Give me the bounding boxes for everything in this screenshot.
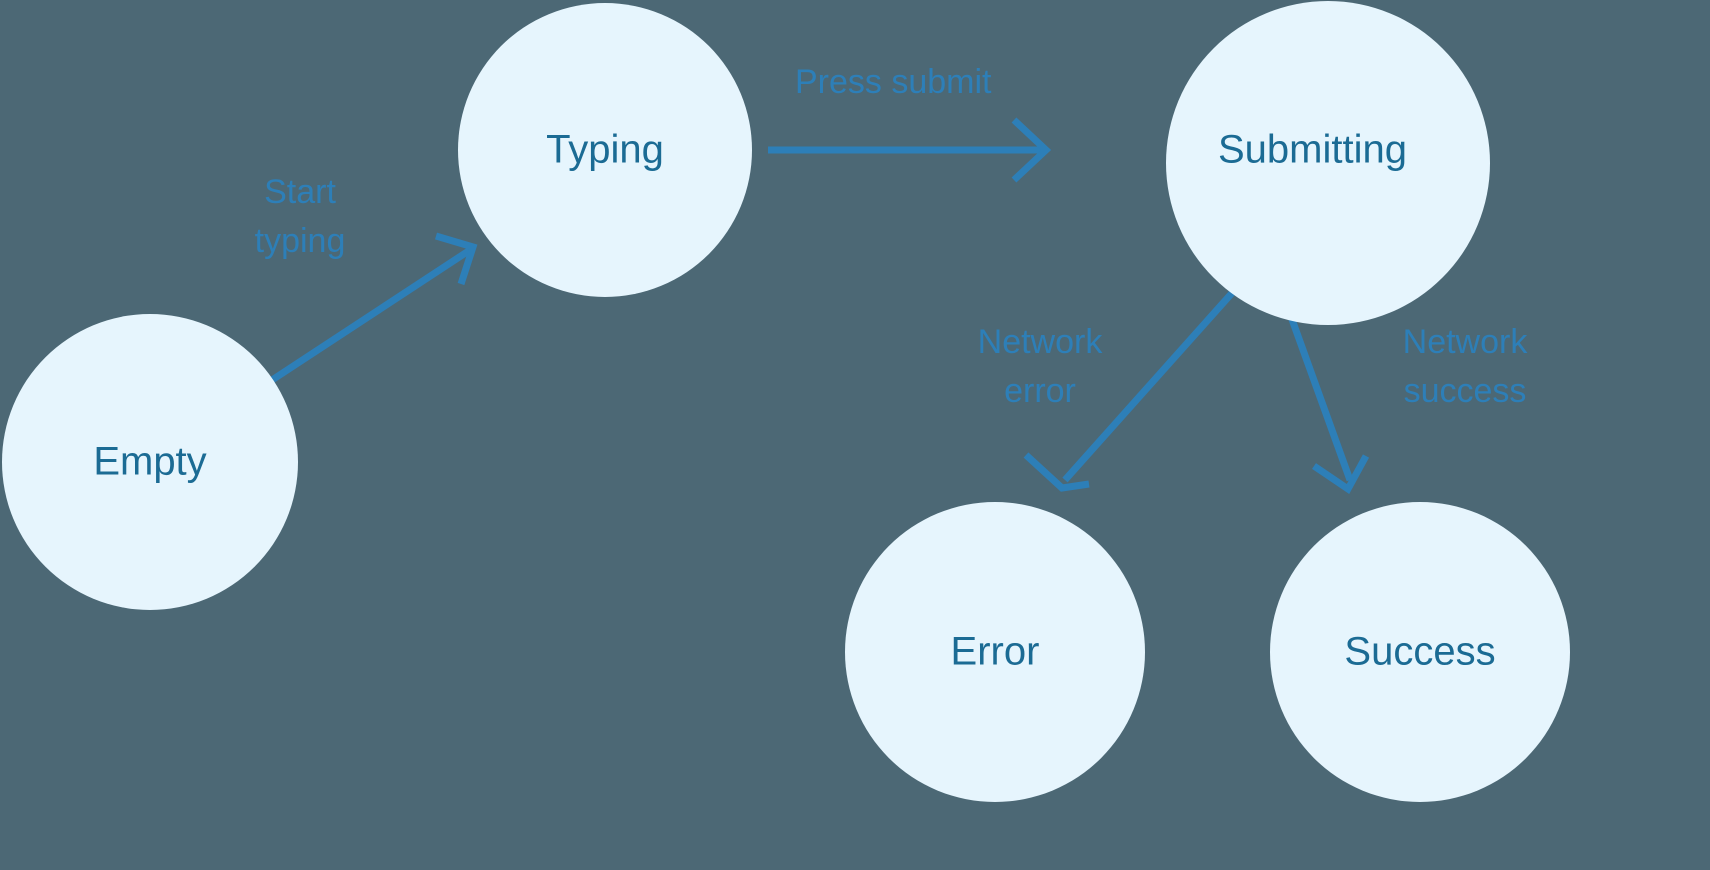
edge-submitting-to-error-line	[1062, 290, 1235, 483]
node-submitting-circle[interactable]	[1166, 1, 1490, 325]
edge-submitting-to-error	[1023, 290, 1235, 492]
edge-typing-to-submitting-arrowhead	[1011, 117, 1052, 183]
node-success-label: Success	[1344, 630, 1495, 674]
node-submitting[interactable]: Submitting	[1166, 1, 1490, 325]
node-error-circle[interactable]	[845, 502, 1145, 802]
node-error[interactable]: Error	[845, 502, 1145, 802]
edge-submitting-to-success	[1281, 298, 1370, 495]
node-empty-circle[interactable]	[2, 314, 298, 610]
edge-submitting-to-success-line	[1281, 298, 1354, 482]
edge-empty-to-typing-line	[270, 247, 472, 383]
node-typing-circle[interactable]	[458, 3, 752, 297]
edge-typing-to-submitting	[768, 117, 1052, 183]
edge-empty-to-typing	[270, 232, 478, 383]
node-empty-label: Empty	[93, 440, 206, 484]
node-error-label: Error	[951, 630, 1040, 674]
edge-empty-to-typing-arrowhead	[435, 232, 478, 286]
node-success-circle[interactable]	[1270, 502, 1570, 802]
edge-submitting-to-error-arrowhead	[1023, 452, 1090, 492]
node-empty[interactable]: Empty	[2, 314, 298, 610]
node-typing-label: Typing	[546, 128, 664, 172]
node-typing[interactable]: Typing	[458, 3, 752, 297]
node-success[interactable]: Success	[1270, 502, 1570, 802]
node-submitting-label: Submitting	[1218, 128, 1407, 172]
edge-submitting-to-success-arrowhead	[1312, 454, 1370, 495]
